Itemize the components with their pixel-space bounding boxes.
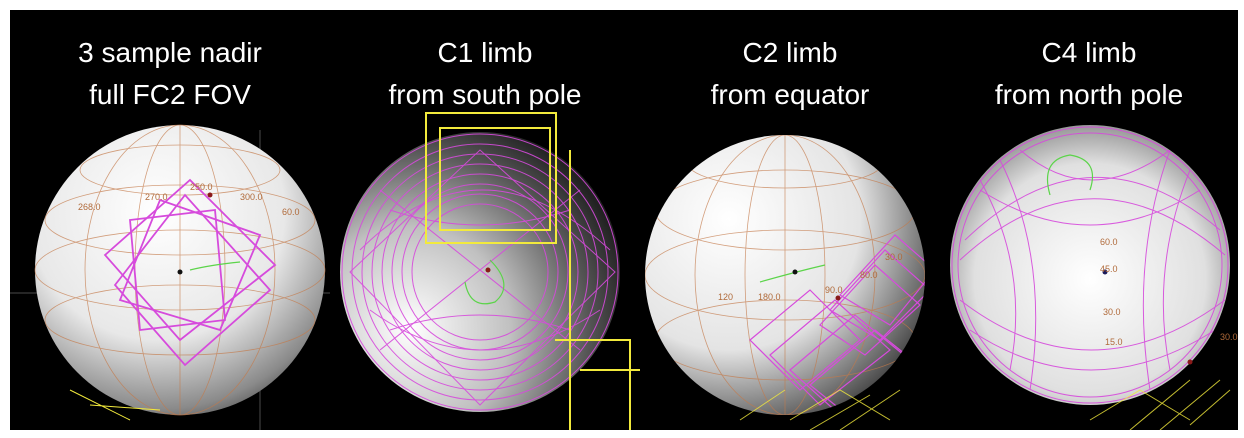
grid-label: 270.0 [145, 192, 168, 202]
lat-lon-grid [34, 124, 326, 416]
yellow-frames [425, 112, 640, 430]
fov-footprints [951, 126, 1229, 404]
grid-label: 15.0 [1105, 337, 1123, 347]
grid-label: 30.0 [1103, 307, 1121, 317]
yellow-frames [1089, 379, 1231, 430]
grid-label: 30.0 [885, 252, 903, 262]
target-marker [207, 192, 213, 198]
grid-label: 80.0 [860, 270, 878, 280]
grid-label: 45.0 [1100, 264, 1118, 274]
globe-south-pole [340, 112, 640, 430]
title-line-2: from south pole [388, 79, 582, 110]
subpoint-marker [792, 269, 798, 275]
target-marker [1187, 359, 1193, 365]
subpoint-marker [177, 269, 183, 275]
fov-footprints [103, 178, 277, 367]
panel-title: 3 sample nadir full FC2 FOV [10, 32, 330, 116]
panel-south-pole: C1 limb from south pole [330, 10, 640, 430]
figure-canvas: 270.0 250.0 300.0 268.0 60.0 3 sample na… [10, 10, 1238, 430]
title-line-2: full FC2 FOV [89, 79, 251, 110]
ground-track [189, 261, 241, 271]
panel-north-pole: 60.0 45.0 30.0 15.0 30.0 C4 limb from no… [940, 10, 1238, 430]
target-marker [835, 295, 841, 301]
globe-north-pole: 60.0 45.0 30.0 15.0 30.0 [950, 125, 1238, 430]
subpoint-marker [485, 267, 491, 273]
yellow-frames [69, 389, 161, 421]
panel-nadir: 270.0 250.0 300.0 268.0 60.0 3 sample na… [10, 10, 330, 430]
grid-label: 30.0 [1220, 332, 1238, 342]
grid-label: 60.0 [282, 207, 300, 217]
title-line-1: 3 sample nadir [78, 37, 262, 68]
title-line-2: from equator [710, 79, 870, 110]
grid-label: 250.0 [190, 182, 213, 192]
title-line-1: C4 limb [1041, 37, 1137, 68]
panel-equator: 120 180.0 90.0 80.0 30.0 C2 limb from eq… [640, 10, 940, 430]
title-line-2: from north pole [994, 79, 1184, 110]
grid-label: 90.0 [825, 285, 843, 295]
globe-equator: 120 180.0 90.0 80.0 30.0 [645, 135, 925, 430]
grid-label: 120 [718, 292, 733, 302]
globe-nadir: 270.0 250.0 300.0 268.0 60.0 [10, 124, 330, 430]
grid-label: 60.0 [1100, 237, 1118, 247]
title-line-1: C1 limb [437, 37, 533, 68]
grid-label: 268.0 [78, 202, 101, 212]
ground-track [1046, 154, 1094, 196]
title-line-1: C2 limb [742, 37, 838, 68]
ground-track [464, 259, 505, 305]
subpoint-marker [1102, 269, 1108, 275]
panel-title: C2 limb from equator [640, 32, 940, 116]
grid-label: 180.0 [758, 292, 781, 302]
yellow-frames [739, 389, 901, 430]
panel-title: C4 limb from north pole [940, 32, 1238, 116]
panel-title: C1 limb from south pole [330, 32, 640, 116]
grid-label: 300.0 [240, 192, 263, 202]
